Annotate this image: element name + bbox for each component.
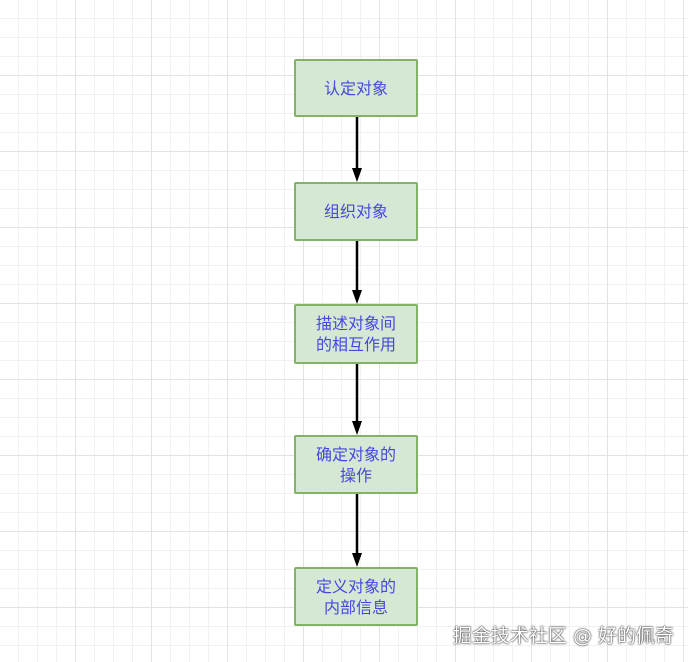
arrowhead-4 <box>352 553 362 567</box>
flow-node-1: 认定对象 <box>294 59 418 117</box>
flow-node-3: 描述对象间 的相互作用 <box>294 304 418 364</box>
flow-node-1-label: 认定对象 <box>323 78 388 98</box>
arrowhead-1 <box>352 168 362 182</box>
arrowhead-2 <box>352 290 362 304</box>
flow-node-2-label: 组织对象 <box>323 202 388 221</box>
flow-node-4-label: 确定对象的 操作 <box>315 444 396 485</box>
flow-node-5-label: 定义对象的 内部信息 <box>315 576 396 617</box>
arrowhead-3 <box>352 421 362 435</box>
flow-node-5: 定义对象的 内部信息 <box>294 567 418 626</box>
flow-node-4: 确定对象的 操作 <box>294 435 418 494</box>
flow-node-2: 组织对象 <box>294 182 418 241</box>
watermark-text: 掘金技术社区 @ 好的佩奇 <box>452 625 674 647</box>
flow-node-3-label: 描述对象间 的相互作用 <box>315 314 396 354</box>
